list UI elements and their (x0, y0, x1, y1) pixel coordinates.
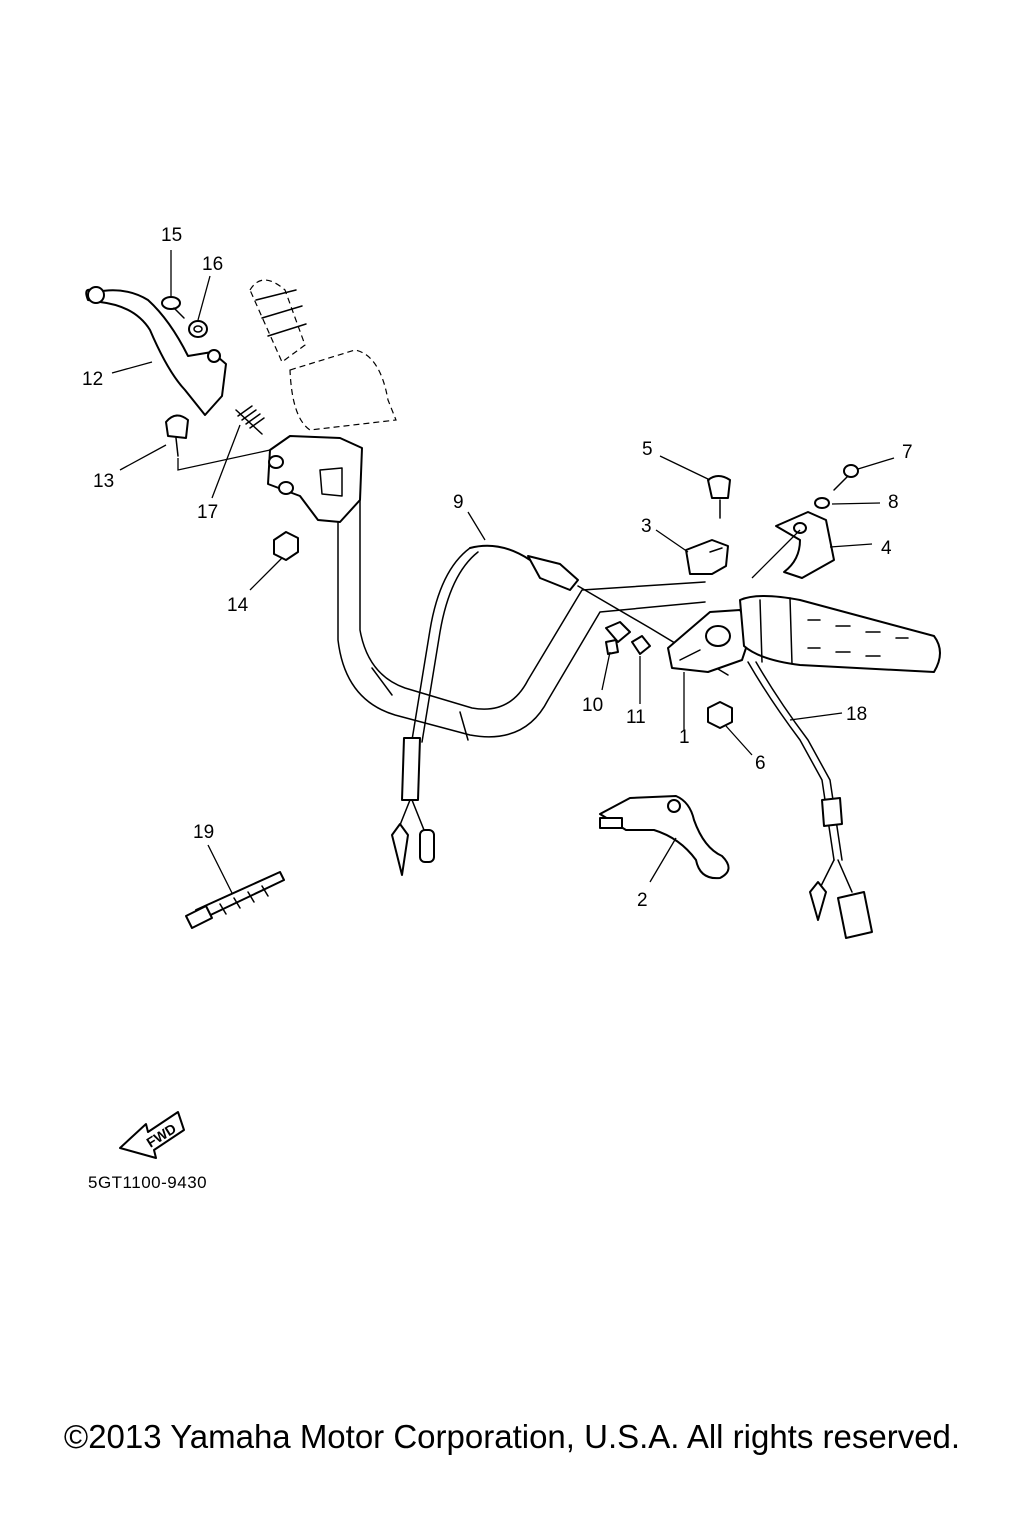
left-grip (249, 279, 307, 363)
bolt-5 (707, 475, 731, 519)
callout-14: 14 (227, 595, 249, 616)
bracket-3 (685, 539, 729, 575)
callout-16: 16 (202, 254, 223, 275)
callout-8: 8 (888, 492, 899, 513)
callout-19: 19 (193, 822, 214, 843)
callout-10: 10 (582, 695, 603, 716)
lever-holder-1 (667, 609, 753, 673)
nut-16 (188, 320, 208, 338)
bolt-15 (161, 296, 185, 319)
nut-6 (707, 701, 733, 729)
callout-15: 15 (161, 225, 182, 246)
callout-17: 17 (197, 502, 218, 523)
callout-18: 18 (846, 704, 867, 725)
right-lever-2 (599, 795, 730, 880)
left-lever-bracket (267, 435, 363, 523)
callout-labels: 15 16 12 13 17 14 9 5 3 7 8 4 10 11 1 18… (82, 225, 913, 911)
diagram-code: 5GT1100-9430 (88, 1173, 208, 1192)
switch-wire-18 (747, 661, 873, 939)
cable-tie-19 (185, 871, 285, 929)
brake-switch-cable-9 (391, 544, 729, 876)
adjuster-10 (605, 621, 631, 655)
callout-6: 6 (755, 753, 766, 774)
bolt-7 (833, 464, 859, 491)
spring-17 (235, 405, 265, 435)
callout-11: 11 (626, 707, 646, 728)
leader-lines (111, 250, 895, 894)
callout-2: 2 (637, 890, 648, 911)
callout-12: 12 (82, 369, 103, 390)
adjuster-11 (631, 635, 651, 655)
callout-13: 13 (93, 471, 114, 492)
pivot-bolt-13 (165, 414, 189, 457)
handlebar (337, 469, 706, 741)
callout-5: 5 (642, 439, 653, 460)
callout-9: 9 (453, 492, 464, 513)
callout-4: 4 (881, 538, 892, 559)
callout-3: 3 (641, 516, 652, 537)
callout-1: 1 (679, 727, 690, 748)
washer-8 (814, 497, 830, 509)
copyright-notice: ©2013 Yamaha Motor Corporation, U.S.A. A… (63, 1418, 961, 1455)
callout-7: 7 (902, 442, 913, 463)
nut-14 (273, 531, 299, 561)
right-grip (739, 595, 941, 673)
fwd-arrow-icon: FWD (119, 1111, 185, 1159)
left-brake-lever (85, 286, 227, 416)
left-switch-housing (289, 349, 397, 431)
